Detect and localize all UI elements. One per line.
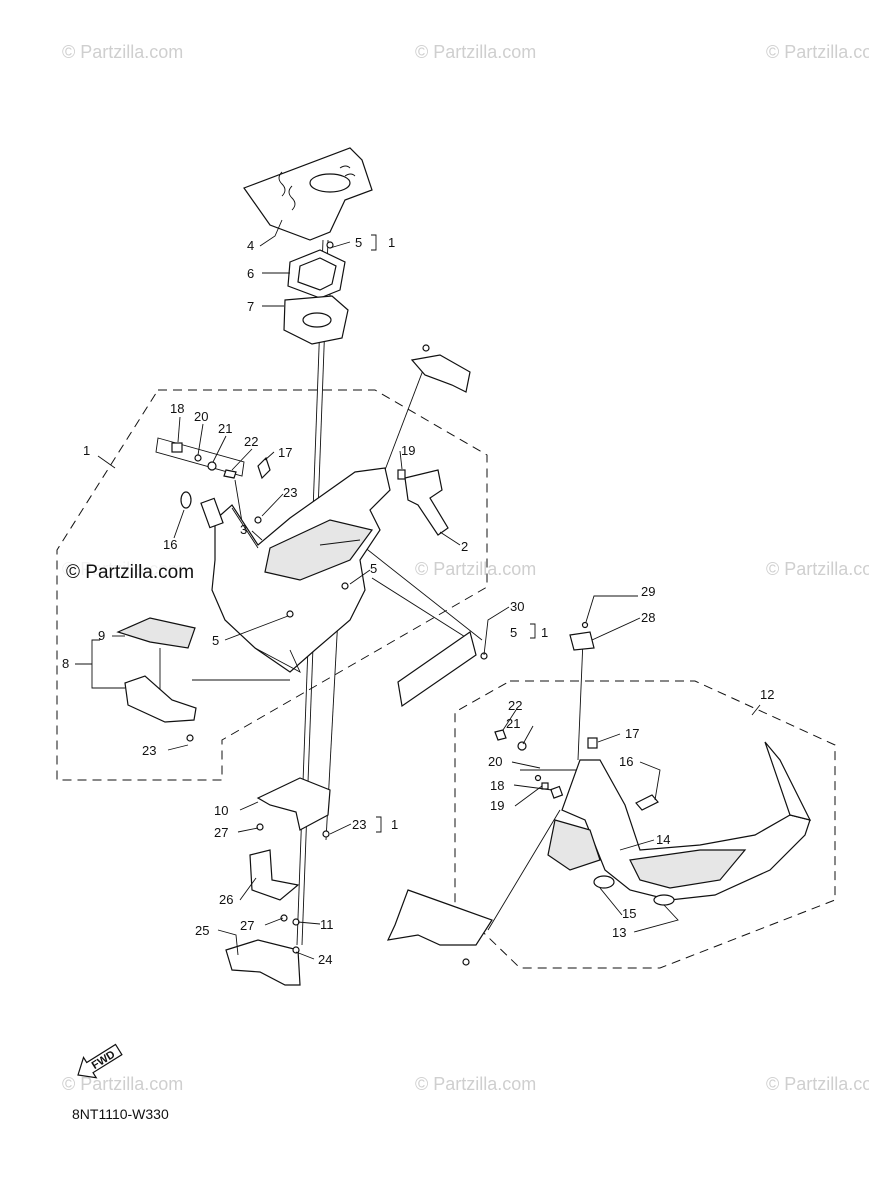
assembly-outline-12 xyxy=(454,680,836,969)
callout-1: 1 xyxy=(391,817,398,832)
part-26-plate xyxy=(249,849,300,901)
callout-12: 12 xyxy=(760,687,774,702)
callout-3: 3 xyxy=(240,522,247,537)
callout-5: 5 xyxy=(370,561,377,576)
watermark: © Partzilla.com xyxy=(62,42,183,62)
watermark: © Partzilla.com xyxy=(415,42,536,62)
part-2-bracket xyxy=(404,469,449,536)
part-6-frame-gasket xyxy=(287,249,346,299)
fastener-kit-upper xyxy=(155,437,271,480)
callout-11: 11 xyxy=(320,917,334,932)
callout-21: 21 xyxy=(218,421,232,436)
watermark-strong: © Partzilla.com xyxy=(66,562,194,583)
diagram-code: 8NT1110-W330 xyxy=(72,1106,169,1122)
part-3-inner-cover xyxy=(200,467,391,674)
watermark: © Partzilla.com xyxy=(415,1074,536,1094)
callout-13: 13 xyxy=(612,925,626,940)
callout-17: 17 xyxy=(278,445,292,460)
callout-20: 20 xyxy=(488,754,502,769)
part-8-side-cover xyxy=(124,675,197,723)
callout-14: 14 xyxy=(656,832,670,847)
callout-28: 28 xyxy=(641,610,655,625)
callout-25: 25 xyxy=(195,923,209,938)
leader-lines xyxy=(75,219,761,960)
callout-30: 30 xyxy=(510,599,524,614)
callout-21: 21 xyxy=(506,716,520,731)
callout-15: 15 xyxy=(622,906,636,921)
callout-23: 23 xyxy=(142,743,156,758)
callout-6: 6 xyxy=(247,266,254,281)
callout-24: 24 xyxy=(318,952,332,967)
callout-22: 22 xyxy=(244,434,258,449)
part-19-clip-upper xyxy=(397,469,406,480)
bracket-upper xyxy=(410,344,471,393)
assembly-outline-1 xyxy=(56,389,488,781)
watermark: © Partzilla.com xyxy=(62,1074,183,1094)
callout-29: 29 xyxy=(641,584,655,599)
watermark-layer: © Partzilla.com © Partzilla.com © Partzi… xyxy=(62,42,869,1094)
callout-18: 18 xyxy=(170,401,184,416)
bracket-lower xyxy=(386,889,493,966)
callout-1: 1 xyxy=(541,625,548,640)
callout-26: 26 xyxy=(219,892,233,907)
callout-16: 16 xyxy=(163,537,177,552)
callout-2: 2 xyxy=(461,539,468,554)
callout-1: 1 xyxy=(83,443,90,458)
part-30-trim-strip xyxy=(397,631,477,708)
callout-5: 5 xyxy=(212,633,219,648)
callout-20: 20 xyxy=(194,409,208,424)
callout-1: 1 xyxy=(388,235,395,250)
callout-7: 7 xyxy=(247,299,254,314)
callout-19: 19 xyxy=(490,798,504,813)
part-28-holder xyxy=(569,621,595,651)
callout-17: 17 xyxy=(625,726,639,741)
watermark: © Partzilla.com xyxy=(415,559,536,579)
callout-18: 18 xyxy=(490,778,504,793)
callout-23: 23 xyxy=(352,817,366,832)
callout-27: 27 xyxy=(240,918,254,933)
callout-4: 4 xyxy=(247,238,254,253)
part-25-cover-lower xyxy=(225,939,301,986)
callout-16: 16 xyxy=(619,754,633,769)
callout-5: 5 xyxy=(510,625,517,640)
part-10-under-bracket xyxy=(256,777,331,831)
watermark: © Partzilla.com xyxy=(766,1074,869,1094)
part-9-side-panel xyxy=(116,617,196,649)
part-4-cover-plate xyxy=(243,147,373,241)
callout-5: 5 xyxy=(355,235,362,250)
callout-8: 8 xyxy=(62,656,69,671)
callout-9: 9 xyxy=(98,628,105,643)
callout-22: 22 xyxy=(508,698,522,713)
part-12-lower-cowl xyxy=(547,741,812,906)
watermark: © Partzilla.com xyxy=(766,42,869,62)
callout-10: 10 xyxy=(214,803,228,818)
callout-labels: 4 5 1 6 7 1 18 20 21 22 17 19 23 3 16 2 … xyxy=(62,235,774,967)
callout-19: 19 xyxy=(401,443,415,458)
callout-27: 27 xyxy=(214,825,228,840)
callout-23: 23 xyxy=(283,485,297,500)
part-16-grommet-upper xyxy=(180,491,192,509)
fastener-kit-lower xyxy=(494,729,598,799)
watermark: © Partzilla.com xyxy=(62,559,183,579)
watermark: © Partzilla.com xyxy=(766,559,869,579)
part-7-frame-plate xyxy=(283,295,349,345)
